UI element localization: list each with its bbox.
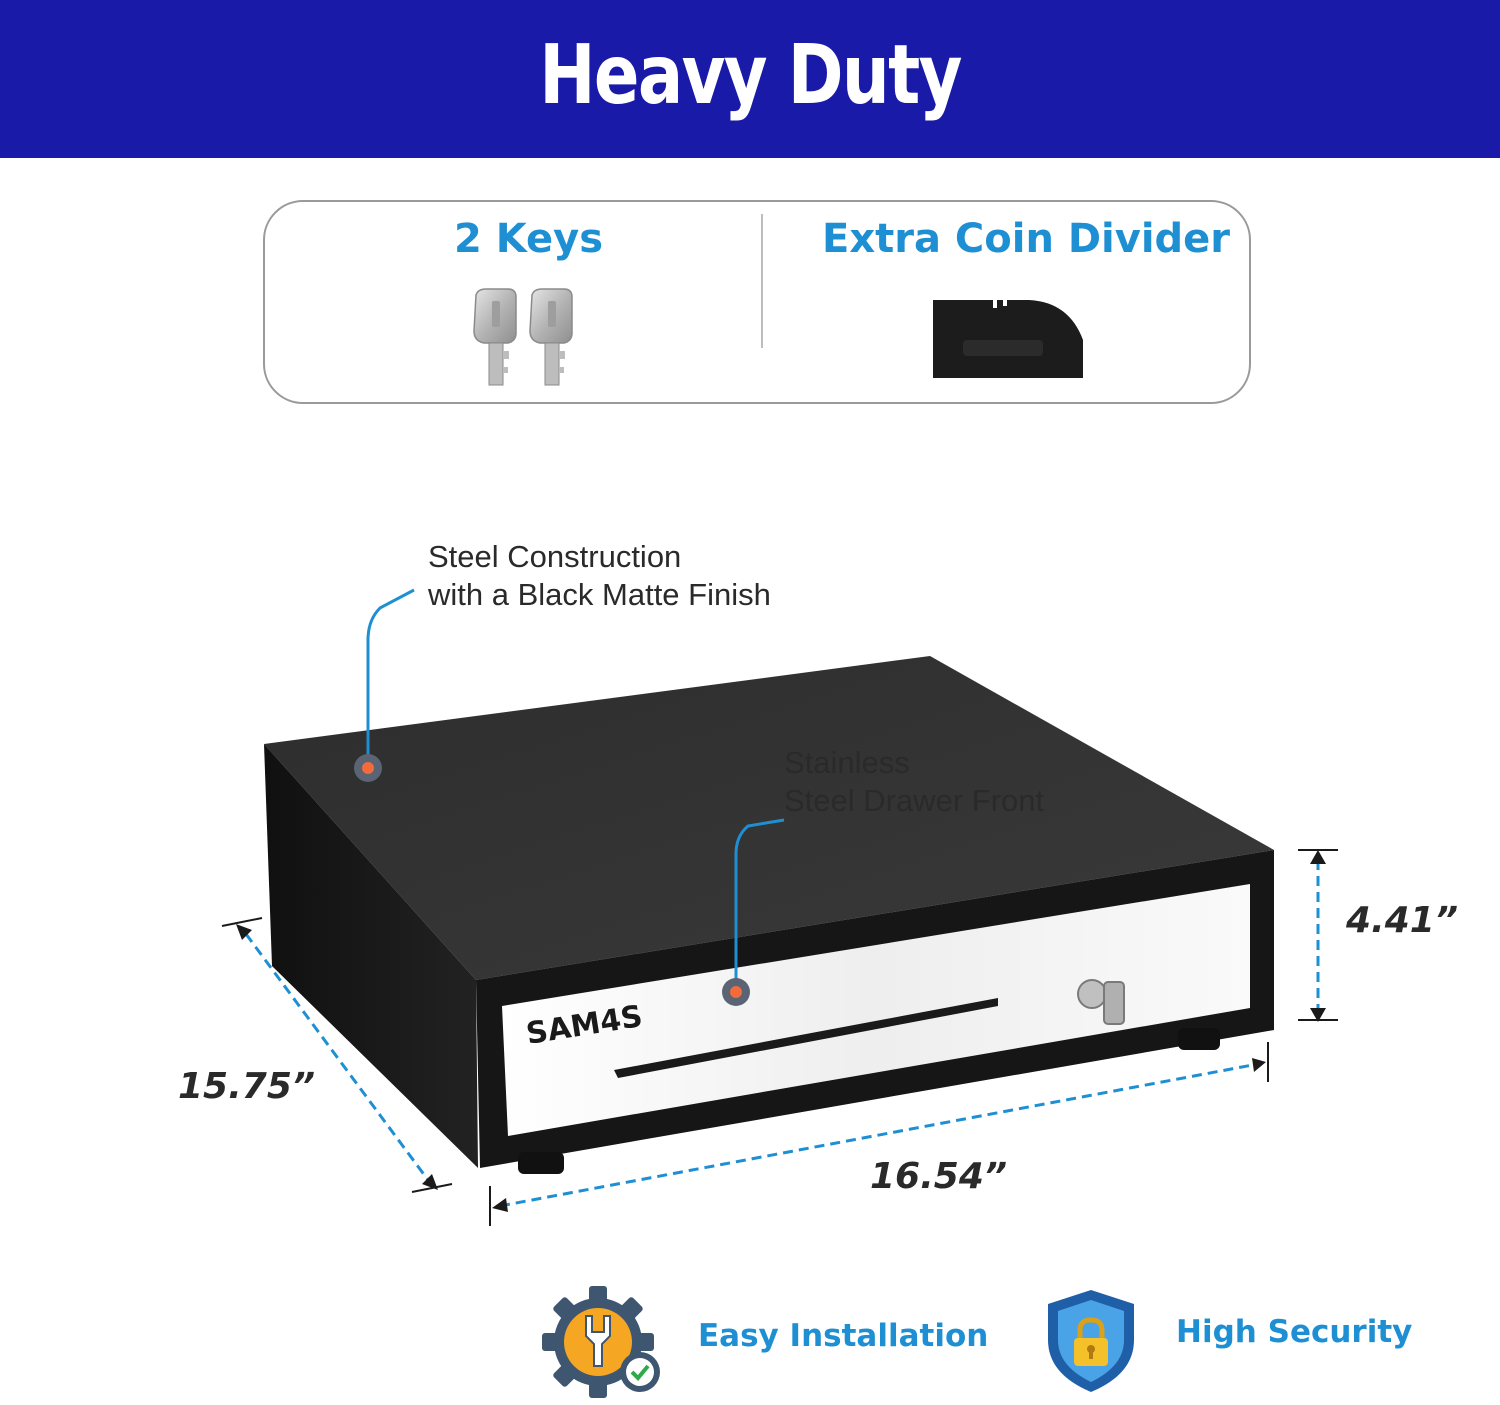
body-callout-line <box>366 588 415 766</box>
body-callout-line1: Steel Construction <box>428 539 682 574</box>
drawer-lock-icon <box>1077 979 1125 1025</box>
front-callout: Stainless Steel Drawer Front <box>784 744 1044 820</box>
drawer-top <box>264 656 1274 980</box>
keys-label: 2 Keys <box>454 216 604 262</box>
front-callout-line1: Stainless <box>784 745 910 780</box>
height-dimension-line <box>1298 849 1338 1022</box>
gear-wrench-check-icon <box>542 1286 660 1398</box>
accessories-divider <box>761 214 763 348</box>
width-dimension-label: 16.54” <box>870 1156 1008 1197</box>
drawer-foot <box>518 1152 564 1174</box>
coin-divider-label: Extra Coin Divider <box>822 216 1231 262</box>
coin-divider-icon <box>933 298 1083 378</box>
header-banner: Heavy Duty <box>0 0 1500 158</box>
easy-installation-label: Easy Installation <box>698 1318 989 1354</box>
drawer-left-side <box>264 744 478 1168</box>
height-dimension-label: 4.41” <box>1346 900 1459 941</box>
page-title: Heavy Duty <box>539 28 962 123</box>
depth-dimension-label: 15.75” <box>178 1066 316 1107</box>
front-callout-line2: Steel Drawer Front <box>784 783 1045 818</box>
keys-icon <box>473 288 573 386</box>
drawer-steel-front <box>502 884 1250 1136</box>
body-callout-line2: with a Black Matte Finish <box>428 577 771 612</box>
body-callout: Steel Construction with a Black Matte Fi… <box>428 538 771 614</box>
shield-lock-icon <box>1048 1290 1134 1392</box>
front-callout-line <box>734 818 785 990</box>
drawer-foot <box>1178 1028 1220 1050</box>
cash-drawer-illustration: SAM4S <box>221 588 1338 1226</box>
depth-dimension-line <box>221 917 453 1193</box>
width-dimension-line <box>489 1042 1269 1226</box>
drawer-slot <box>614 998 998 1078</box>
high-security-label: High Security <box>1176 1314 1413 1350</box>
accessories-panel: 2 Keys Extra Coin Divider <box>263 200 1251 404</box>
